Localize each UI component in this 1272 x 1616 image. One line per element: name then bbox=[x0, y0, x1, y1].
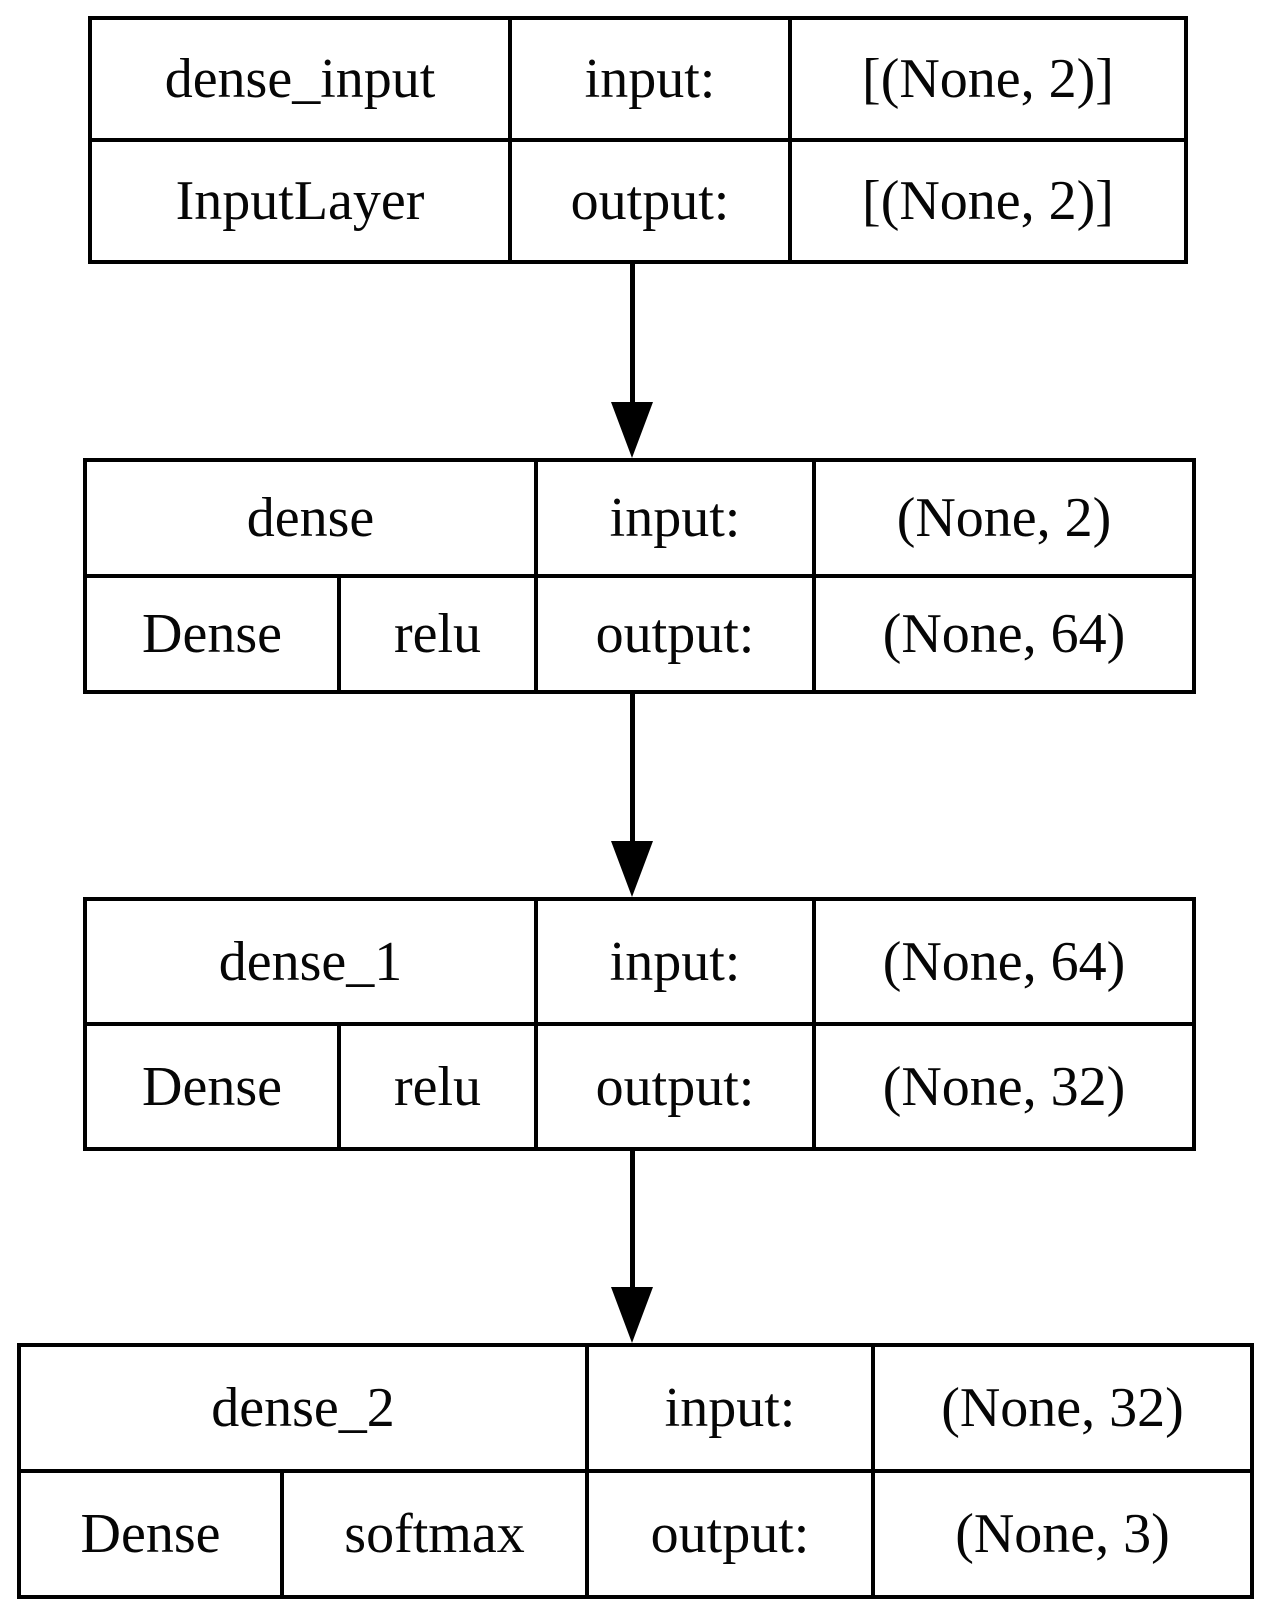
input-shape: (None, 64) bbox=[816, 901, 1192, 1022]
output-label: output: bbox=[589, 1473, 871, 1595]
output-label: output: bbox=[538, 578, 812, 690]
layer-node-dense-1: dense_1 input: (None, 64) Dense relu out… bbox=[83, 897, 1196, 1151]
input-shape: (None, 2) bbox=[816, 462, 1192, 574]
layer-name: dense_2 bbox=[21, 1347, 585, 1469]
layer-activation: relu bbox=[341, 578, 534, 690]
layer-name: dense_input bbox=[92, 20, 508, 138]
layer-class: InputLayer bbox=[92, 142, 508, 260]
output-label: output: bbox=[538, 1026, 812, 1147]
arrow-head-icon bbox=[611, 1287, 653, 1343]
arrow-line bbox=[630, 694, 635, 844]
layer-name: dense bbox=[87, 462, 534, 574]
input-label: input: bbox=[512, 20, 788, 138]
input-label: input: bbox=[538, 462, 812, 574]
layer-class: Dense bbox=[21, 1473, 280, 1595]
output-label: output: bbox=[512, 142, 788, 260]
output-shape: (None, 32) bbox=[816, 1026, 1192, 1147]
input-label: input: bbox=[589, 1347, 871, 1469]
input-shape: [(None, 2)] bbox=[792, 20, 1184, 138]
arrow-line bbox=[630, 264, 635, 406]
input-shape: (None, 32) bbox=[875, 1347, 1250, 1469]
input-label: input: bbox=[538, 901, 812, 1022]
layer-node-dense: dense input: (None, 2) Dense relu output… bbox=[83, 458, 1196, 694]
output-shape: (None, 3) bbox=[875, 1473, 1250, 1595]
output-shape: (None, 64) bbox=[816, 578, 1192, 690]
arrow-head-icon bbox=[611, 841, 653, 897]
layer-activation: relu bbox=[341, 1026, 534, 1147]
arrow-line bbox=[630, 1151, 635, 1291]
layer-class: Dense bbox=[87, 578, 337, 690]
layer-node-dense-input: dense_input input: [(None, 2)] InputLaye… bbox=[88, 16, 1188, 264]
layer-activation: softmax bbox=[284, 1473, 585, 1595]
layer-node-dense-2: dense_2 input: (None, 32) Dense softmax … bbox=[17, 1343, 1254, 1599]
layer-class: Dense bbox=[87, 1026, 337, 1147]
output-shape: [(None, 2)] bbox=[792, 142, 1184, 260]
layer-name: dense_1 bbox=[87, 901, 534, 1022]
arrow-head-icon bbox=[611, 402, 653, 458]
